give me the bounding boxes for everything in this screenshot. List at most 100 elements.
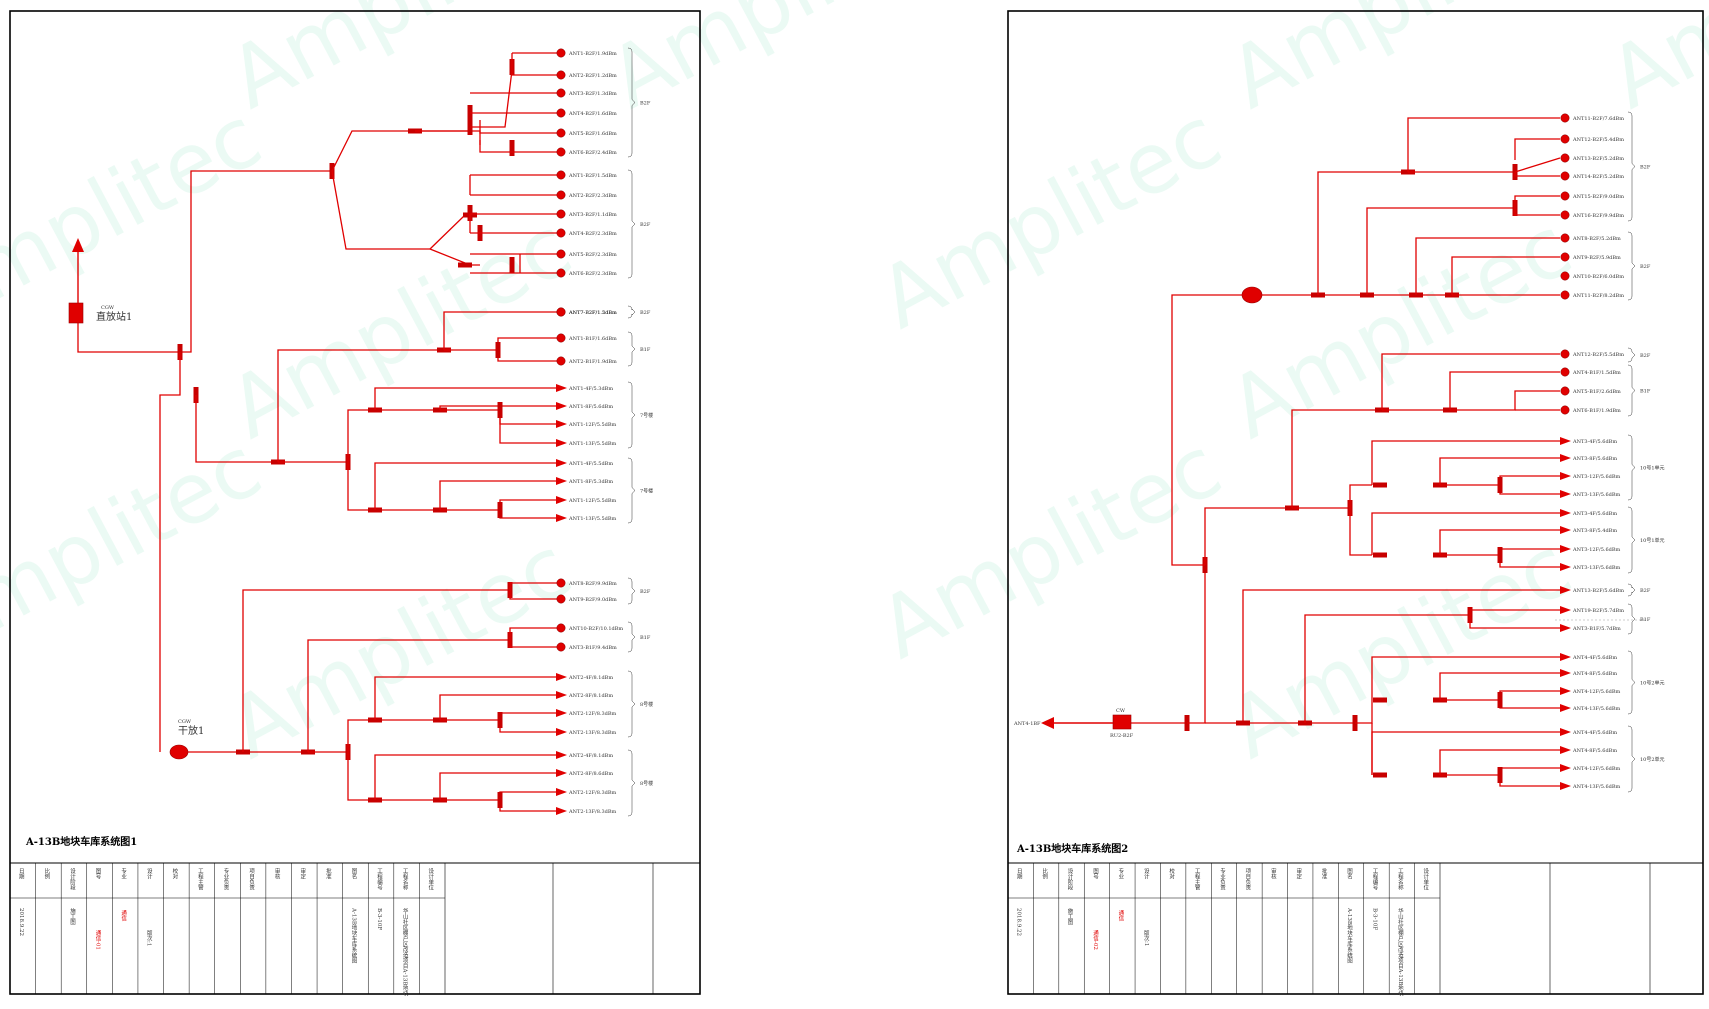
group-bracket — [627, 381, 636, 449]
cable — [1499, 485, 1560, 495]
cable — [1349, 484, 1372, 508]
antenna-label: ANT9-B2F/9.0dBm — [568, 597, 617, 603]
title-block-value: A-13B地块车库系统图 — [350, 907, 357, 965]
repeater-icon — [1112, 714, 1132, 730]
title-block-header: 比例 — [1041, 867, 1048, 881]
antenna-label: ANT3-4F/5.6dBm — [1572, 439, 1617, 445]
cable — [1514, 138, 1560, 160]
omni-antenna-icon — [1560, 367, 1570, 377]
cable — [1187, 565, 1206, 724]
directional-antenna-icon — [556, 807, 567, 815]
cable — [509, 627, 560, 640]
title-block-value: 施工图 — [1067, 907, 1074, 926]
group-bracket — [627, 621, 636, 653]
omni-antenna-icon — [556, 307, 566, 317]
title-block-value: 华山社区棚户区改造项目A-13B地块 — [1397, 907, 1404, 998]
group-bracket — [627, 169, 636, 279]
cable — [1439, 457, 1560, 485]
cable — [1469, 615, 1560, 629]
cable — [1451, 256, 1560, 295]
group-label: B2F — [640, 222, 651, 228]
antenna-label: ANT12-B2F/5.4dBm — [1572, 137, 1624, 143]
title-block-value: B-3-10F — [1371, 908, 1377, 930]
cable — [439, 772, 560, 800]
antenna-label: ANT3-B2F/1.1dBm — [568, 212, 617, 218]
group-bracket — [1627, 583, 1636, 597]
cable — [1499, 775, 1560, 787]
cable — [1450, 390, 1560, 411]
source-name: 直放站1 — [96, 310, 132, 323]
omni-antenna-icon — [556, 228, 566, 238]
directional-antenna-icon — [1560, 704, 1571, 712]
cable — [1304, 614, 1470, 723]
title-block-header: 日期 — [18, 868, 25, 881]
title-block-header: 校对 — [1168, 867, 1175, 880]
antenna-label: ANT10-B2F/10.1dBm — [568, 626, 623, 632]
title-block-value: 2018.9.22 — [18, 908, 24, 936]
feeder-antenna-icon — [1041, 717, 1054, 729]
antenna-label: ANT1-B1F/1.6dBm — [568, 336, 617, 342]
cable — [331, 170, 430, 250]
source-code: CW — [1116, 708, 1126, 714]
splitter-icon — [509, 257, 515, 273]
title-block-header: 项目负责 — [248, 868, 255, 892]
title-block-value: 通信 — [1117, 909, 1124, 923]
title-block-header: 审定 — [1295, 867, 1302, 881]
splitter-icon — [1497, 477, 1503, 493]
directional-antenna-icon — [1560, 728, 1571, 736]
directional-antenna-icon — [556, 402, 567, 410]
cable — [159, 352, 181, 752]
cable — [347, 462, 440, 511]
antenna-label: ANT1-B2F/1.5dBm — [568, 173, 617, 179]
antenna-label: ANT11-B2F/8.2dBm — [1572, 293, 1624, 299]
cable — [1499, 700, 1560, 709]
antenna-label: ANT16-B2F/9.9dBm — [1572, 213, 1624, 219]
splitter-icon — [509, 140, 515, 156]
directional-antenna-icon — [1560, 526, 1571, 534]
title-block-header: 审核 — [1270, 867, 1277, 881]
antenna-label: ANT6-B1F/1.9dBm — [1572, 408, 1621, 414]
omni-antenna-icon — [556, 623, 566, 633]
cable — [1439, 529, 1560, 555]
sheet-2-title-block: 日期比例设计阶段图号专业设计校对工程主管专业负责项目负责审核审定批准图名工程编号… — [1007, 863, 1429, 998]
antenna-label: ANT15-B2F/9.0dBm — [1572, 194, 1624, 200]
group-label: B2F — [1640, 588, 1651, 594]
cable — [1469, 609, 1560, 615]
directional-antenna-icon — [1560, 782, 1571, 790]
title-block-header: 项目负责 — [1244, 868, 1251, 892]
title-block-value: 版次:1 — [146, 929, 153, 947]
antenna-label: ANT1-B2F/1.9dBm — [568, 51, 617, 57]
sheet-2-antennas: ANT11-B2F/7.6dBmANT12-B2F/5.4dBmANT13-B2… — [1560, 113, 1624, 790]
cable — [1205, 589, 1560, 724]
title-block-value: 版次:1 — [1143, 929, 1150, 947]
feeder-label: ANT4-1BF — [1013, 721, 1041, 727]
group-bracket — [627, 670, 636, 738]
splitter-icon — [495, 342, 501, 358]
group-bracket — [627, 47, 636, 158]
title-block-value: B-3-10F — [376, 908, 382, 930]
group-label: 10号1单元 — [1640, 465, 1665, 472]
directional-antenna-icon — [1560, 687, 1571, 695]
omni-antenna-icon — [556, 70, 566, 80]
antenna-label: ANT4-B2F/1.6dBm — [568, 111, 617, 117]
watermark: Amplitec — [213, 197, 586, 457]
antenna-label: ANT2-4F/8.1dBm — [568, 675, 613, 681]
title-block-header: 专业 — [1117, 867, 1124, 880]
group-label: B2F — [640, 101, 651, 107]
cable — [479, 120, 560, 134]
repeater-icon — [68, 302, 84, 324]
antenna-label: ANT7-B2F/1.5dBm — [568, 310, 617, 316]
group-bracket — [1627, 603, 1636, 635]
donor-antenna-icon — [72, 238, 84, 252]
omni-antenna-icon — [1560, 252, 1570, 262]
antenna-label: ANT13-B2F/5.6dBm — [1572, 588, 1624, 594]
cable — [1371, 440, 1560, 485]
cable — [1204, 507, 1292, 565]
sheet-1-source-top: CGW 直放站1 — [68, 238, 132, 324]
antenna-label: ANT6-B2F/2.4dBm — [568, 150, 617, 156]
cable — [307, 639, 510, 752]
directional-antenna-icon — [556, 459, 567, 467]
title-block-header: 图名 — [350, 867, 357, 881]
directional-antenna-icon — [1560, 746, 1571, 754]
